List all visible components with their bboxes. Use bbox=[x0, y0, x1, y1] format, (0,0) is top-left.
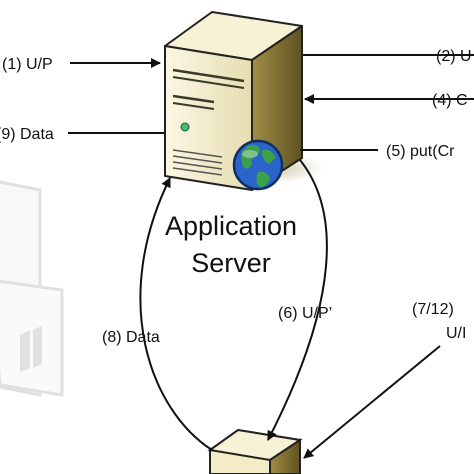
label-9-data: (9) Data bbox=[0, 126, 54, 143]
label-5-put: (5) put(Cr bbox=[386, 143, 455, 160]
power-led-icon bbox=[180, 122, 190, 132]
server-title-line1: Application bbox=[165, 211, 297, 241]
globe-icon bbox=[232, 139, 284, 191]
label-u-i: U/I bbox=[446, 325, 466, 342]
label-7-12: (7/12) bbox=[412, 301, 454, 318]
bottom-server-icon bbox=[207, 428, 303, 474]
arrow-7-12 bbox=[303, 345, 441, 459]
label-2-u: (2) U bbox=[436, 48, 472, 65]
label-4-c: (4) C bbox=[432, 92, 468, 109]
server-title-line2: Server bbox=[191, 248, 271, 278]
background-server-icon bbox=[0, 180, 64, 397]
label-8-data: (8) Data bbox=[102, 329, 160, 346]
label-6-up-prime: (6) U/P’ bbox=[278, 305, 332, 322]
arrow-8-data bbox=[139, 177, 213, 451]
arrow-6-up-prime bbox=[267, 159, 328, 441]
label-1-up: (1) U/P bbox=[2, 56, 53, 73]
